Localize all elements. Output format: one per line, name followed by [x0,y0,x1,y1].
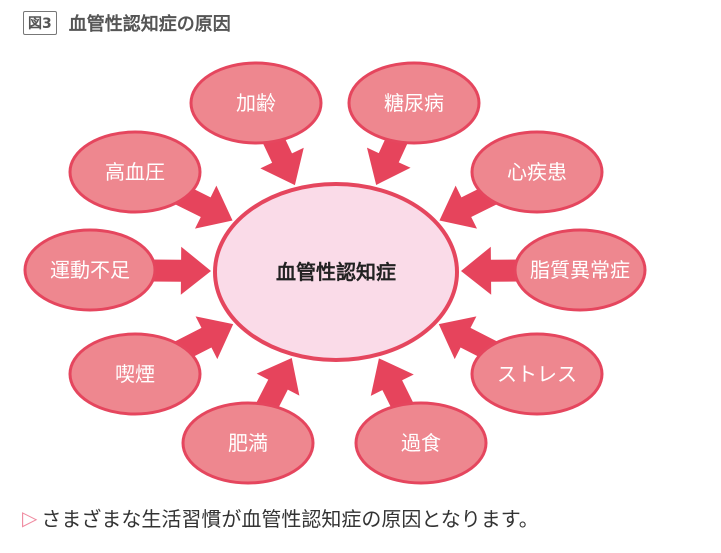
triangle-right-outline-icon: ▷ [22,505,38,530]
figure-header: 図3 血管性認知症の原因 [23,10,231,36]
arrow-10 [370,358,415,416]
cause-label: 脂質異常症 [530,258,630,282]
arrow-9 [255,357,300,416]
cause-label: 糖尿病 [384,91,444,115]
arrow-6 [460,246,522,295]
cause-node: 過食 [354,401,488,485]
caption: ▷ さまざまな生活習慣が血管性認知症の原因となります。 [22,503,539,532]
cause-label: 心疾患 [507,160,567,184]
cause-node: ストレス [470,332,604,416]
cause-label: 高血圧 [105,160,165,184]
arrow-7 [174,316,234,362]
cause-node: 喫煙 [68,332,202,416]
cause-node: 脂質異常症 [513,228,647,312]
cause-label: 加齢 [236,91,276,115]
cause-node: 加齢 [189,61,323,145]
cause-label: 喫煙 [115,362,155,386]
cause-label: ストレス [497,362,577,386]
arrow-1 [260,131,304,186]
arrow-5 [148,246,212,295]
cause-node: 肥満 [181,401,315,485]
center-node: 血管性認知症 [213,182,459,362]
cause-node: 運動不足 [23,228,157,312]
cause-label: 運動不足 [50,258,130,282]
cause-label: 肥満 [228,431,268,455]
center-label: 血管性認知症 [276,260,396,284]
arrow-8 [438,316,498,362]
arrow-2 [366,131,411,185]
figure-label: 図3 [23,11,57,35]
cause-label: 過食 [401,431,441,455]
cause-node: 高血圧 [68,130,202,214]
cause-node: 糖尿病 [347,61,481,145]
figure-title: 血管性認知症の原因 [68,14,231,35]
caption-text: さまざまな生活習慣が血管性認知症の原因となります。 [41,507,539,531]
cause-node: 心疾患 [470,130,604,214]
